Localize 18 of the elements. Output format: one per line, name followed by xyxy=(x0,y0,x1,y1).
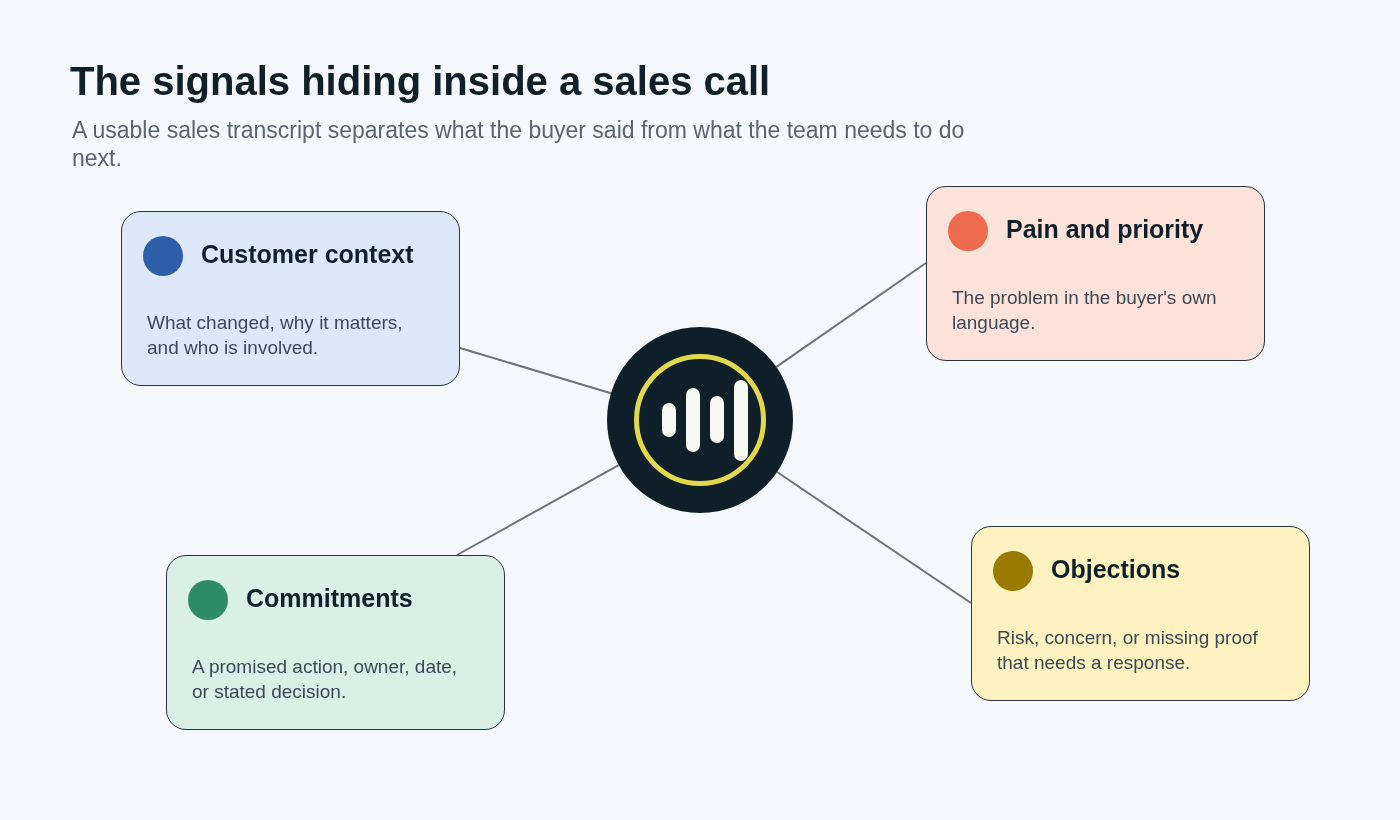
card-description: What changed, why it matters, and who is involved. xyxy=(147,311,404,360)
subtitle: A usable sales transcript separates what the buyer said from what the team needs to do next. xyxy=(72,116,966,172)
signal-card xyxy=(926,186,1265,361)
card-description: A promised action, owner, date, or stated decision. xyxy=(192,655,459,704)
connector-line xyxy=(776,471,972,604)
connector-line xyxy=(775,262,927,368)
title: The signals hiding inside a sales call xyxy=(70,58,771,104)
card-heading: Objections xyxy=(1051,554,1181,585)
card-heading: Customer context xyxy=(201,239,414,270)
card-heading: Pain and priority xyxy=(1006,214,1204,245)
signal-card xyxy=(971,526,1310,701)
card-heading: Commitments xyxy=(246,583,413,614)
signal-card xyxy=(166,555,505,730)
signal-card xyxy=(121,211,460,386)
card-description: Risk, concern, or missing proof that needs a response. xyxy=(997,626,1259,675)
connector-line xyxy=(456,464,620,556)
card-description: The problem in the buyer's own language. xyxy=(952,286,1218,335)
connector-line xyxy=(459,347,612,395)
